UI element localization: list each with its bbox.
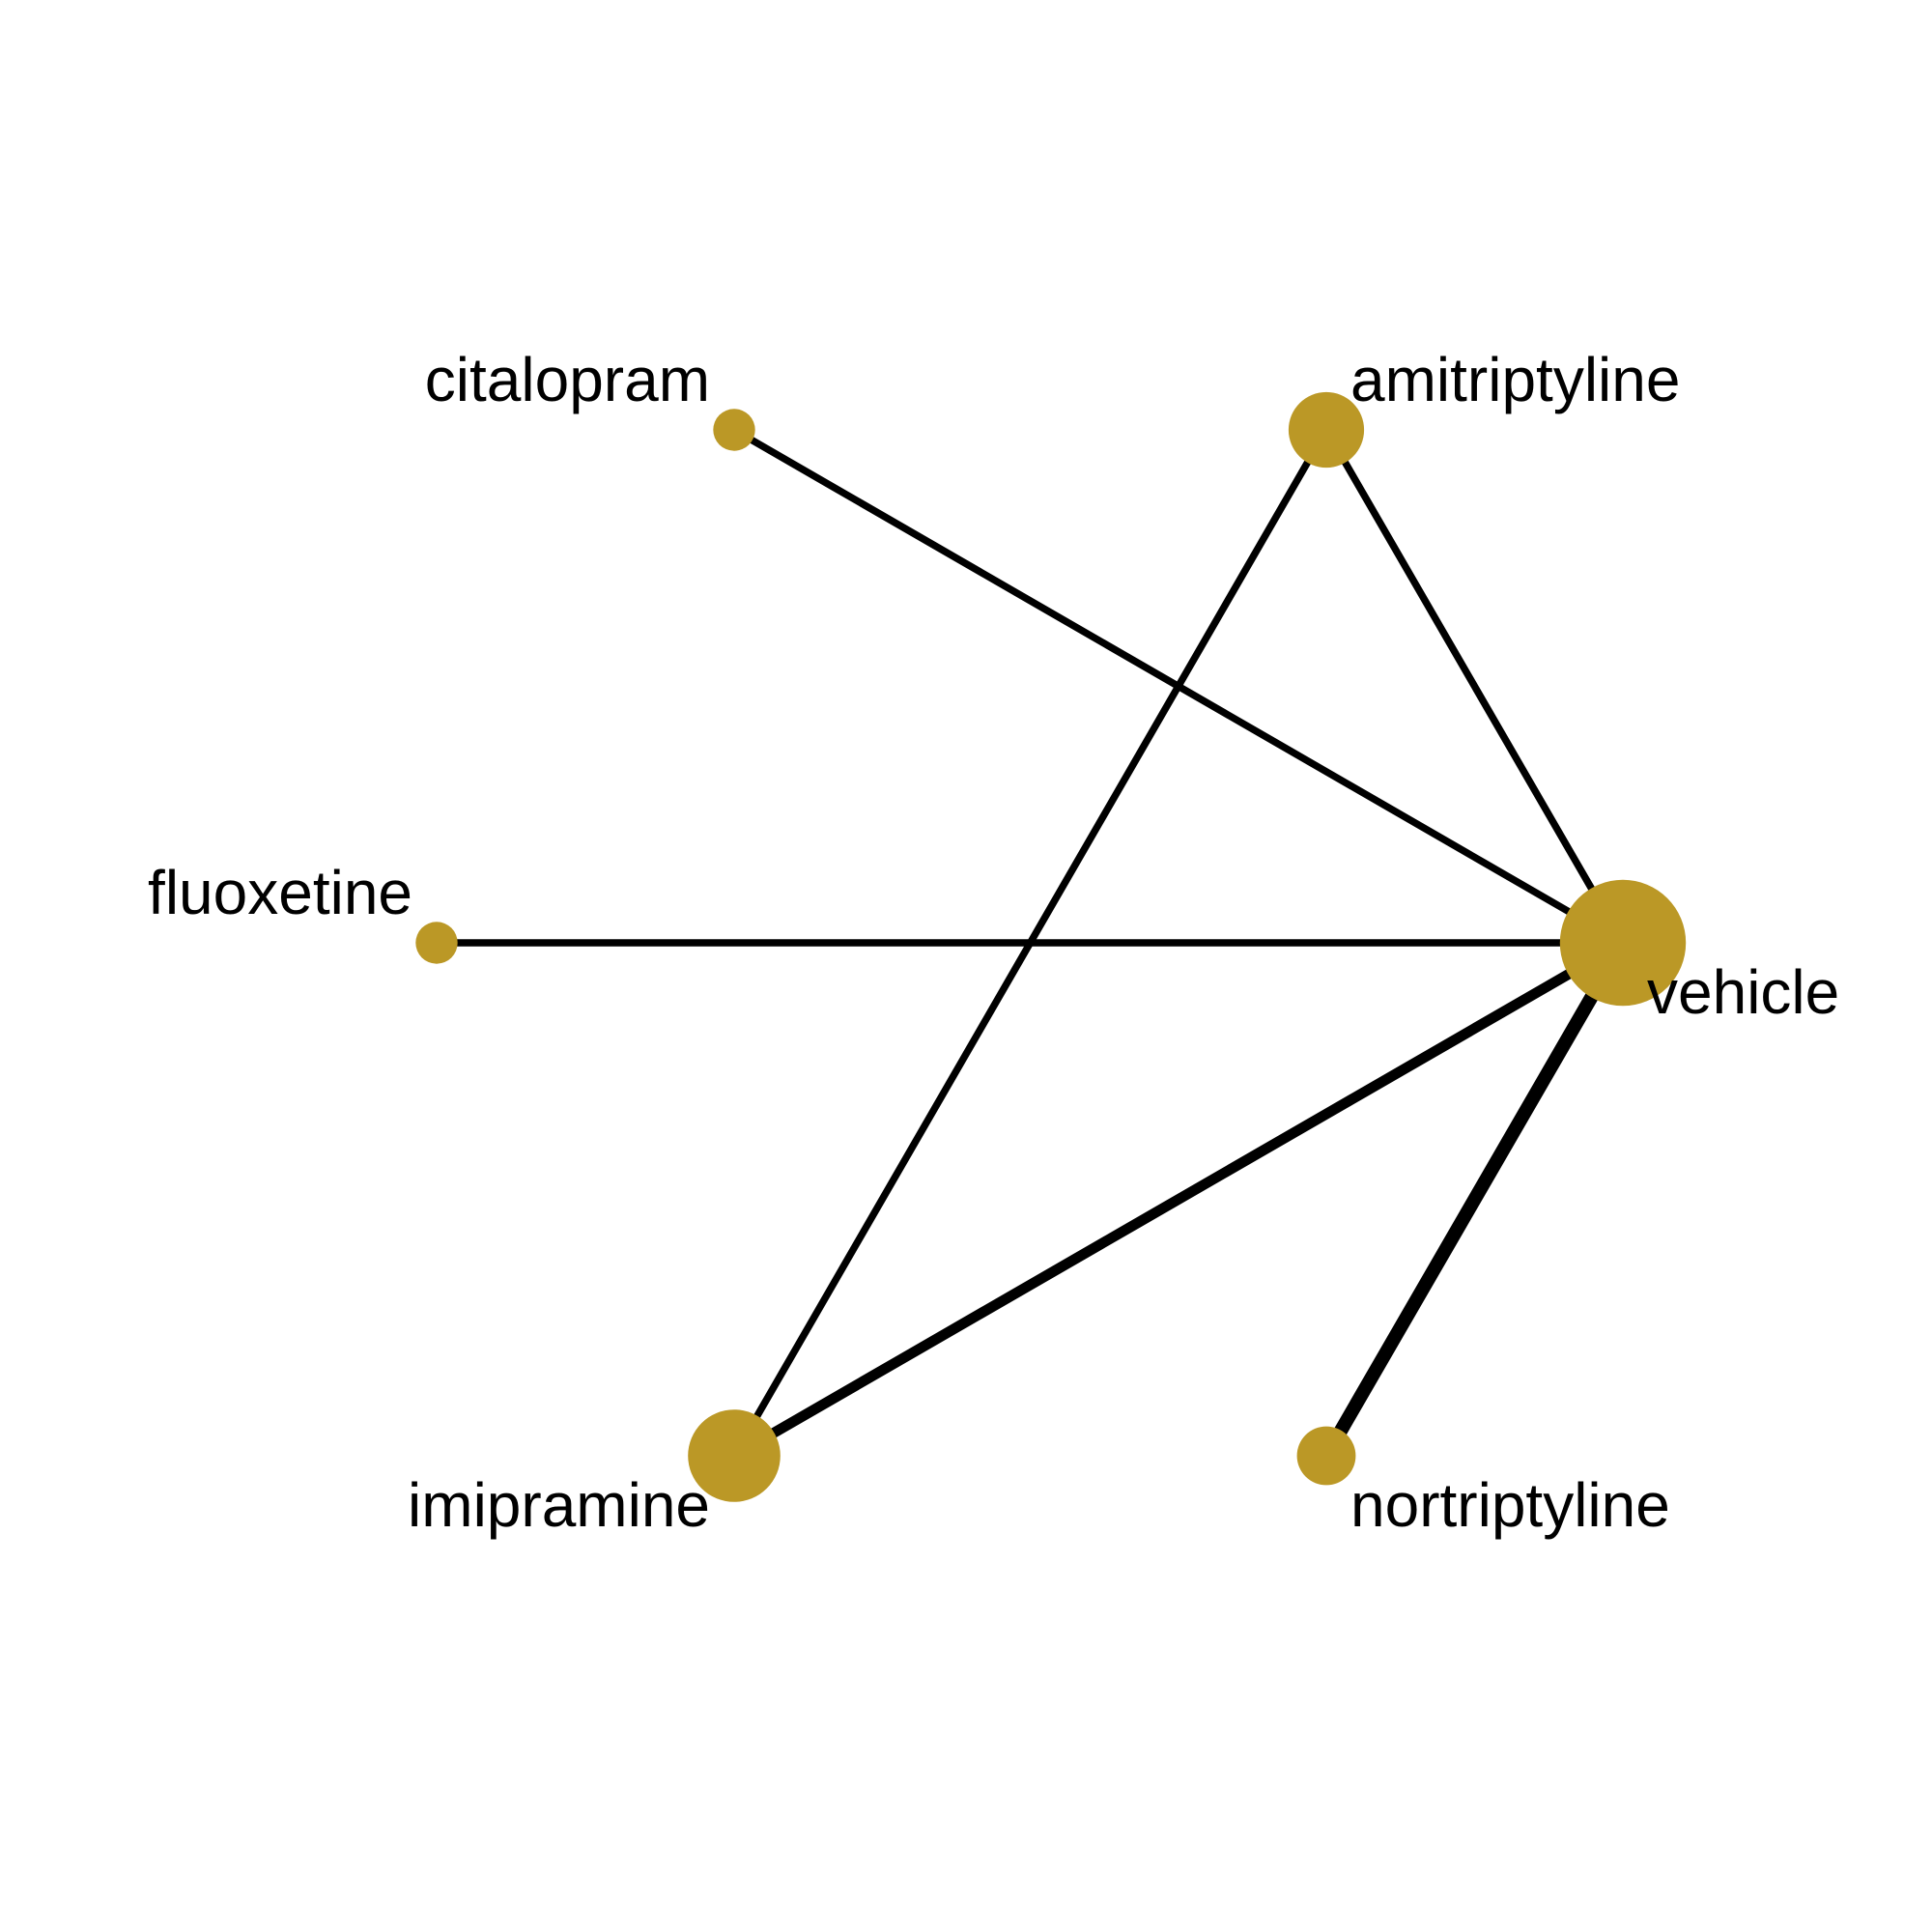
node-vehicle bbox=[1559, 879, 1687, 1007]
labels-layer: citalopram amitriptyline fluoxetine vehicle… bbox=[148, 345, 1839, 1540]
node-imipramine bbox=[688, 1409, 781, 1502]
node-nortriptyline bbox=[1296, 1426, 1356, 1486]
node-amitriptyline bbox=[1288, 391, 1365, 469]
node-label-fluoxetine: fluoxetine bbox=[148, 858, 412, 927]
node-citalopram bbox=[713, 409, 755, 451]
nodes-layer bbox=[415, 391, 1687, 1502]
node-label-vehicle: vehicle bbox=[1647, 957, 1839, 1027]
node-label-nortriptyline: nortriptyline bbox=[1350, 1470, 1670, 1540]
node-label-citalopram: citalopram bbox=[425, 345, 710, 414]
edge-amitriptyline-vehicle bbox=[1322, 428, 1627, 945]
node-label-imipramine: imipramine bbox=[408, 1470, 710, 1540]
node-fluoxetine bbox=[415, 922, 458, 964]
edge-nortriptyline-vehicle bbox=[1320, 939, 1630, 1460]
edges-layer bbox=[437, 426, 1630, 1461]
node-label-amitriptyline: amitriptyline bbox=[1350, 345, 1680, 414]
edge-imipramine-vehicle bbox=[731, 938, 1626, 1461]
